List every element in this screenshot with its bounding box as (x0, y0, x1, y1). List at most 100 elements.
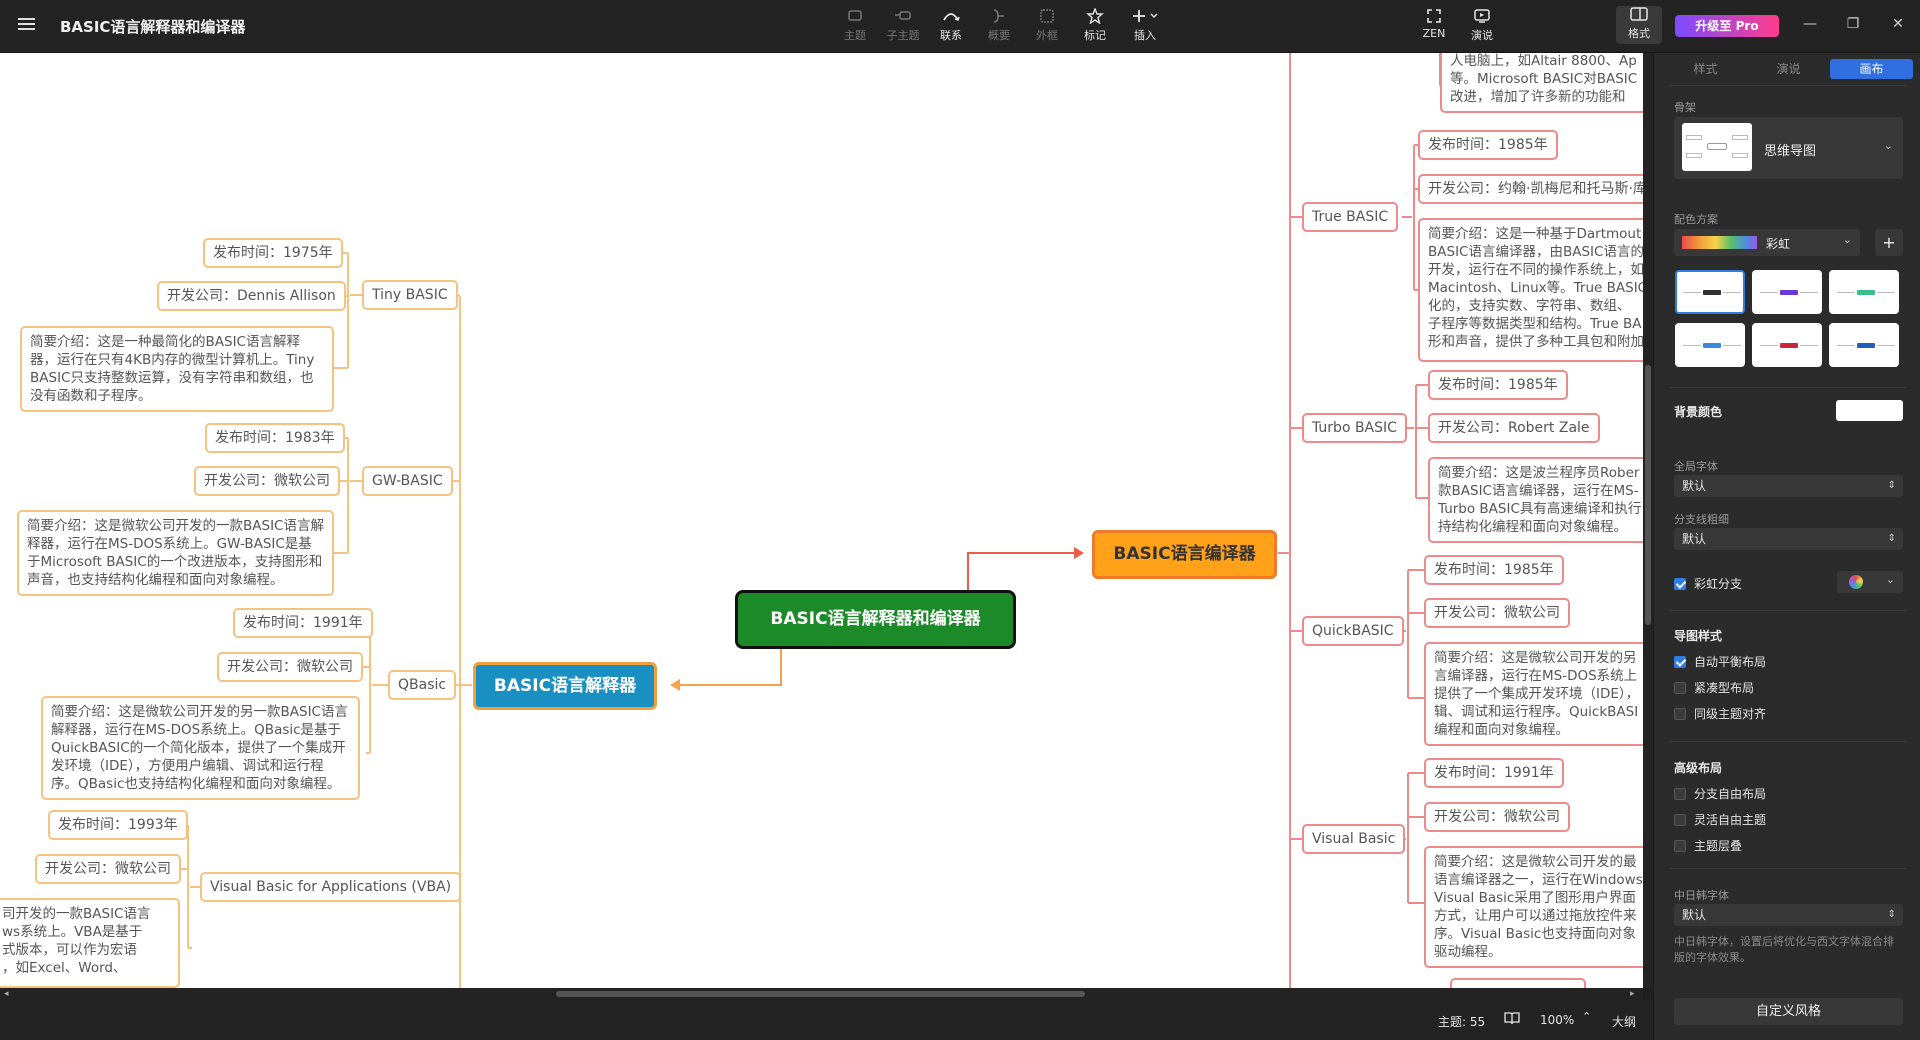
subtopic-description[interactable]: 简要介绍：这是一种最简化的BASIC语言解释器，运行在只有4KB内存的微型计算机… (20, 326, 334, 412)
subtopic-developer[interactable]: 开发公司：Robert Zale (1428, 413, 1600, 443)
subtopic-developer[interactable]: 开发公司：约翰·凯梅尼和托马斯·库 (1418, 174, 1643, 204)
subtopic-description[interactable]: 简要介绍：这是波兰程序员Rober 款BASIC语言编译器，运行在MS- Tur… (1428, 457, 1643, 543)
relationship-button[interactable]: 联系 (928, 8, 974, 43)
central-topic[interactable]: BASIC语言解释器和编译器 (735, 590, 1016, 649)
color-scheme-select[interactable]: 彩虹 ⌄ (1674, 229, 1860, 256)
theme-thumb-6[interactable] (1829, 323, 1899, 367)
align-siblings-label: 同级主题对齐 (1694, 707, 1767, 721)
topic-visual-basic[interactable]: Visual Basic (1302, 824, 1406, 854)
global-font-select[interactable]: 默认 ⇕ (1674, 475, 1903, 497)
rainbow-color-picker[interactable]: ⌄ (1837, 571, 1903, 593)
rainbow-branch-checkbox[interactable]: 彩虹分支 (1674, 575, 1742, 592)
theme-thumb-4[interactable] (1675, 323, 1745, 367)
insert-button[interactable]: 插入 (1122, 8, 1168, 43)
subtopic-description[interactable]: 简要介绍：这是微软公司开发的另 言编译器，运行在MS-DOS系统上 提供了一个集… (1424, 642, 1643, 746)
subtopic-developer[interactable]: 开发公司：微软公司 (217, 652, 363, 682)
hamburger-menu-icon[interactable] (18, 15, 38, 35)
book-icon[interactable] (1504, 1011, 1520, 1028)
subtopic-developer[interactable]: 开发公司：微软公司 (1424, 802, 1570, 832)
tab-presentation[interactable]: 演说 (1776, 62, 1801, 76)
bg-color-swatch[interactable] (1836, 400, 1903, 421)
topic-qbasic[interactable]: QBasic (388, 670, 457, 700)
subtopic-developer[interactable]: 开发公司：微软公司 (1424, 598, 1570, 628)
subtopic-release-date[interactable]: 发布时间：1991年 (233, 608, 373, 638)
outline-button[interactable]: 大纲 (1612, 1015, 1637, 1029)
relationship-icon (943, 13, 960, 21)
zoom-level[interactable]: 100% (1540, 1013, 1575, 1027)
auto-balance-checkbox[interactable]: 自动平衡布局 (1674, 653, 1766, 670)
theme-thumb-3[interactable] (1829, 270, 1899, 314)
zoom-stepper-icon[interactable]: ⌃ (1582, 1010, 1592, 1023)
free-topic-label: 灵活自由主题 (1694, 813, 1767, 827)
compact-layout-checkbox[interactable]: 紧凑型布局 (1674, 679, 1754, 696)
topic-turbo-basic[interactable]: Turbo BASIC (1302, 413, 1407, 443)
vertical-scroll-thumb[interactable] (1645, 365, 1651, 625)
upgrade-pro-button[interactable]: 升级至 Pro (1675, 15, 1779, 37)
topic-layer-label: 主题层叠 (1694, 839, 1743, 853)
skeleton-select[interactable]: 思维导图 ⌄ (1674, 117, 1903, 179)
format-panel-button[interactable]: 格式 (1616, 6, 1662, 44)
theme-thumb-5[interactable] (1752, 323, 1822, 367)
summary-button[interactable]: 概要 (976, 8, 1022, 43)
main-topic-compiler[interactable]: BASIC语言编译器 (1092, 530, 1277, 579)
free-topic-checkbox[interactable]: 灵活自由主题 (1674, 811, 1766, 828)
subtopic-release-date[interactable]: 发布时间：1975年 (203, 238, 343, 268)
cjk-font-select[interactable]: 默认⇕ (1674, 904, 1903, 926)
subtopic-description[interactable]: 简要介绍：这是微软公司开发的另一款BASIC语言解释器，运行在MS-DOS系统上… (41, 696, 360, 800)
zen-mode-button[interactable]: ZEN (1411, 8, 1457, 40)
topic-gw-basic[interactable]: GW-BASIC (362, 466, 453, 496)
divider (1670, 85, 1906, 86)
subtopic-description[interactable]: 人电脑上，如Altair 8800、Ap 等。Microsoft BASIC对B… (1440, 53, 1643, 113)
updown-icon: ⇕ (1887, 480, 1896, 491)
topic-true-basic[interactable]: True BASIC (1302, 202, 1399, 232)
subtopic-release-date[interactable]: 发布时间：1985年 (1418, 130, 1558, 160)
custom-style-button[interactable]: 自定义风格 (1674, 998, 1903, 1025)
topic-tiny-basic[interactable]: Tiny BASIC (362, 280, 458, 310)
minimize-icon[interactable]: — (1803, 16, 1817, 32)
topic-vba[interactable]: Visual Basic for Applications (VBA) (200, 872, 462, 902)
subtopic-description[interactable]: 简要介绍：这是微软公司开发的一款BASIC语言解释器，运行在MS-DOS系统上。… (17, 510, 334, 596)
theme-thumb-2[interactable] (1752, 270, 1822, 314)
tab-style[interactable]: 样式 (1693, 62, 1718, 76)
scroll-right-icon[interactable]: ▸ (1630, 989, 1635, 999)
tab-canvas[interactable]: 画布 (1830, 59, 1913, 79)
global-font-value: 默认 (1682, 479, 1707, 493)
cjk-font-note: 中日韩字体，设置后将优化与西文字体混合排版的字体效果。 (1674, 935, 1894, 964)
subtopic-developer[interactable]: 开发公司：微软公司 (194, 466, 340, 496)
subtopic-developer[interactable]: 开发公司：微软公司 (35, 854, 181, 884)
subtopic-description[interactable]: 简要介绍：这是微软公司开发的最 语言编译器之一，运行在Windows Visua… (1424, 846, 1643, 968)
horizontal-scrollbar[interactable]: ◂ ▸ (0, 988, 1643, 1000)
presentation-button[interactable]: 演说 (1459, 8, 1505, 43)
marker-button[interactable]: 标记 (1072, 8, 1118, 43)
main-topic-interpreter[interactable]: BASIC语言解释器 (473, 662, 657, 710)
subtopic-description[interactable]: 简要介绍：这是一种基于Dartmout BASIC语言编译器，由BASIC语言的… (1418, 218, 1643, 362)
subtopic-release-date[interactable]: 发布时间：1985年 (1424, 555, 1564, 585)
align-siblings-checkbox[interactable]: 同级主题对齐 (1674, 705, 1766, 722)
vertical-scrollbar[interactable] (1643, 53, 1653, 988)
free-branch-checkbox[interactable]: 分支自由布局 (1674, 785, 1766, 802)
boundary-button[interactable]: 外框 (1024, 8, 1070, 43)
add-color-scheme-button[interactable]: + (1875, 229, 1903, 256)
auto-balance-label: 自动平衡布局 (1694, 655, 1767, 669)
add-subtopic-button[interactable]: 子主题 (880, 8, 926, 43)
add-topic-button[interactable]: 主题 (832, 8, 878, 43)
topic-quickbasic[interactable]: QuickBASIC (1302, 616, 1404, 646)
plus-icon (1133, 10, 1158, 22)
subtopic-developer[interactable]: 开发公司：Dennis Allison (157, 281, 346, 311)
subtopic-release-date[interactable]: 发布时间：1991年 (1424, 758, 1564, 788)
horizontal-scroll-thumb[interactable] (556, 991, 1085, 997)
subtopic-release-date[interactable]: 发布时间：1983年 (205, 423, 345, 453)
branch-width-select[interactable]: 默认⇕ (1674, 528, 1903, 550)
restore-icon[interactable]: ❐ (1846, 16, 1860, 32)
scroll-left-icon[interactable]: ◂ (4, 989, 9, 999)
presentation-label: 演说 (1471, 29, 1493, 42)
topic-layer-checkbox[interactable]: 主题层叠 (1674, 837, 1742, 854)
chevron-down-icon: ⌄ (1842, 233, 1852, 246)
subtopic-description[interactable]: 司开发的一款BASIC语言 ws系统上。VBA是基于 式版本，可以作为宏语 ，如… (0, 898, 180, 988)
theme-thumb-1[interactable] (1675, 270, 1745, 314)
subtopic-release-date[interactable]: 发布时间：1985年 (1428, 370, 1568, 400)
subtopic-release-date[interactable]: 发布时间：1993年 (48, 810, 188, 840)
close-icon[interactable]: ✕ (1892, 16, 1904, 32)
subtopic-cutoff[interactable] (1450, 978, 1586, 988)
mindmap-canvas[interactable]: BASIC语言解释器和编译器 BASIC语言解释器 BASIC语言编译器 Tin… (0, 53, 1643, 988)
